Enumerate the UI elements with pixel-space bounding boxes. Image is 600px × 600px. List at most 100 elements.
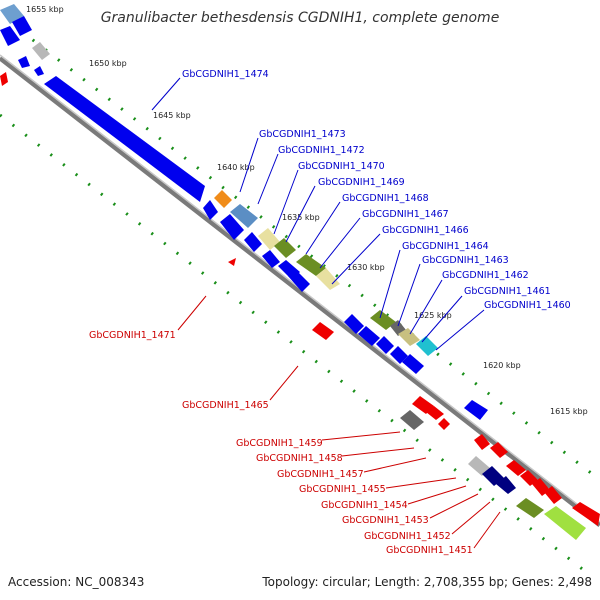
- feature-block: [296, 254, 326, 276]
- gene-label: GbCGDNIH1_1453: [342, 515, 429, 526]
- feature-block: [390, 346, 408, 364]
- tick-label-1615: 1615 kbp: [550, 407, 588, 416]
- feature-block: [220, 214, 244, 240]
- leader-line: [177, 295, 207, 331]
- feature-block: [506, 460, 526, 476]
- tick-label-1655: 1655 kbp: [26, 5, 64, 14]
- feature-block: [274, 238, 296, 258]
- tick-labels: 1655 kbp 1650 kbp 1645 kbp 1640 kbp 1635…: [26, 5, 588, 416]
- feature-block: [203, 200, 218, 220]
- gene-label: GbCGDNIH1_1455: [299, 484, 386, 495]
- leader-line: [305, 201, 341, 255]
- feature-block: [544, 506, 586, 540]
- tick-label-1630: 1630 kbp: [347, 263, 385, 272]
- gene-label: GbCGDNIH1_1454: [321, 500, 408, 511]
- leader-line: [429, 493, 479, 519]
- tick-label-1620: 1620 kbp: [483, 361, 521, 370]
- gene-label: GbCGDNIH1_1461: [464, 286, 551, 297]
- tick-label-1635: 1635 kbp: [282, 213, 320, 222]
- forward-gene-labels: GbCGDNIH1_1474 GbCGDNIH1_1473 GbCGDNIH1_…: [182, 69, 571, 311]
- feature-block: [344, 314, 364, 334]
- feature-block: [400, 410, 424, 430]
- outer-tick-ring: [19, 28, 600, 482]
- tick-label-1625: 1625 kbp: [414, 311, 452, 320]
- feature-block: [34, 66, 44, 76]
- reverse-gene-labels: GbCGDNIH1_1471 GbCGDNIH1_1465 GbCGDNIH1_…: [89, 330, 473, 556]
- leader-line: [239, 137, 259, 193]
- feature-block: [490, 442, 508, 458]
- leader-line: [285, 185, 316, 243]
- reverse-features: [0, 72, 600, 540]
- feature-block: [544, 486, 562, 504]
- gene-label: GbCGDNIH1_1474: [182, 69, 269, 80]
- feature-block: [316, 268, 340, 290]
- leader-line: [273, 169, 299, 235]
- tick-label-1645: 1645 kbp: [153, 111, 191, 120]
- feature-block: [438, 418, 450, 430]
- leader-line: [451, 501, 491, 535]
- gene-label: GbCGDNIH1_1451: [386, 545, 473, 556]
- tick-label-1650: 1650 kbp: [89, 59, 127, 68]
- feature-block: [32, 42, 50, 60]
- feature-block: [214, 190, 232, 208]
- feature-block: [496, 476, 516, 494]
- feature-block: [572, 502, 600, 526]
- gene-label: GbCGDNIH1_1460: [484, 300, 571, 311]
- leader-line: [269, 365, 299, 401]
- leader-line: [319, 217, 361, 269]
- gene-label: GbCGDNIH1_1470: [298, 161, 385, 172]
- feature-block: [244, 232, 262, 252]
- feature-block: [516, 498, 544, 518]
- forward-features: [0, 4, 488, 420]
- feature-block: [0, 26, 20, 46]
- feature-block: [474, 434, 490, 450]
- gene-label: GbCGDNIH1_1468: [342, 193, 429, 204]
- feature-block: [370, 310, 396, 330]
- gene-label: GbCGDNIH1_1458: [256, 453, 343, 464]
- leader-line: [257, 153, 279, 205]
- feature-block: [0, 72, 8, 86]
- gene-label: GbCGDNIH1_1471: [89, 330, 176, 341]
- feature-block: [44, 76, 205, 202]
- gene-label: GbCGDNIH1_1469: [318, 177, 405, 188]
- feature-block: [358, 326, 380, 346]
- feature-block: [288, 270, 310, 292]
- tick-label-1640: 1640 kbp: [217, 163, 255, 172]
- inner-tick-ring: [0, 113, 591, 577]
- gene-label: GbCGDNIH1_1466: [382, 225, 469, 236]
- feature-block: [312, 322, 334, 340]
- feature-block: [262, 250, 280, 268]
- gene-label: GbCGDNIH1_1462: [442, 270, 529, 281]
- feature-block: [228, 258, 236, 266]
- gene-label: GbCGDNIH1_1452: [364, 531, 451, 542]
- feature-block: [520, 470, 538, 486]
- gene-label: GbCGDNIH1_1473: [259, 129, 346, 140]
- feature-block: [12, 16, 32, 36]
- leader-line: [435, 309, 485, 351]
- gene-label: GbCGDNIH1_1459: [236, 438, 323, 449]
- map-title: Granulibacter bethesdensis CGDNIH1, comp…: [101, 10, 500, 26]
- leader-line: [397, 263, 421, 327]
- feature-block: [468, 456, 490, 476]
- leader-line: [331, 233, 381, 285]
- leader-line: [421, 295, 463, 343]
- feature-block: [482, 466, 504, 486]
- feature-block: [416, 336, 438, 356]
- feature-block: [398, 328, 420, 346]
- feature-block: [412, 396, 434, 414]
- feature-block: [18, 56, 30, 68]
- accession-text: Accession: NC_008343: [8, 575, 144, 589]
- gene-label: GbCGDNIH1_1465: [182, 400, 269, 411]
- leader-line: [321, 431, 401, 441]
- feature-block: [230, 204, 258, 228]
- leader-line: [407, 485, 467, 505]
- leader-line: [409, 279, 443, 335]
- feature-block: [426, 406, 444, 420]
- feature-block: [464, 400, 488, 420]
- topology-text: Topology: circular; Length: 2,708,355 bp…: [261, 575, 592, 589]
- leader-line: [341, 447, 415, 457]
- feature-block: [258, 228, 280, 250]
- gene-label: GbCGDNIH1_1472: [278, 145, 365, 156]
